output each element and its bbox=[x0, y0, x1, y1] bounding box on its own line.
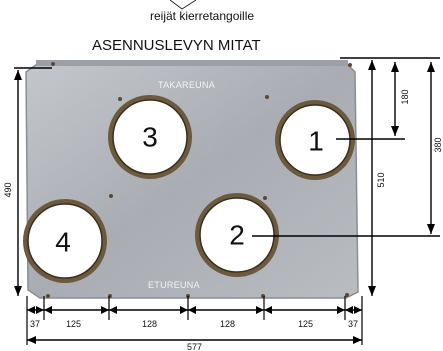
hole1-offset-label: 180 bbox=[400, 89, 410, 104]
left-height-dimension: 490 bbox=[3, 67, 52, 296]
caption-pointer bbox=[169, 0, 197, 10]
bottom-extension-lines bbox=[26, 296, 363, 345]
hole-3-label: 3 bbox=[142, 122, 158, 153]
hole-2-label: 2 bbox=[229, 220, 245, 251]
hole2-offset-label: 380 bbox=[433, 137, 443, 152]
segment-label-2: 125 bbox=[66, 319, 81, 329]
hole-4-label: 4 bbox=[55, 227, 71, 258]
caption-text: reijät kierretangoille bbox=[150, 9, 254, 23]
hole-3: 3 bbox=[108, 95, 192, 179]
total-width-dimension: 577 bbox=[27, 336, 362, 351]
left-height-label: 490 bbox=[3, 182, 13, 197]
hole-1-label: 1 bbox=[308, 126, 324, 157]
total-width-label: 577 bbox=[187, 342, 202, 351]
front-edge-label: ETUREUNA bbox=[148, 280, 200, 290]
segment-label-5: 125 bbox=[298, 319, 313, 329]
back-edge-label: TAKAREUNA bbox=[158, 80, 215, 90]
right-height-label: 510 bbox=[376, 172, 386, 187]
hole-4: 4 bbox=[23, 199, 107, 283]
bottom-segment-dimension: 37 125 128 128 125 37 bbox=[27, 306, 362, 329]
segment-label-6: 37 bbox=[348, 319, 358, 329]
segment-label-4: 128 bbox=[220, 319, 235, 329]
hole-2: 2 bbox=[195, 193, 279, 277]
plate-back-flange bbox=[36, 60, 348, 66]
hole1-offset-dimension: 180 bbox=[391, 62, 410, 136]
page-title: ASENNUSLEVYN MITAT bbox=[92, 37, 261, 54]
segment-label-3: 128 bbox=[142, 319, 157, 329]
hole-1: 1 bbox=[275, 100, 355, 180]
plate-rivets bbox=[46, 62, 352, 298]
right-height-dimension: 510 bbox=[340, 57, 440, 296]
hole2-offset-dimension: 380 bbox=[427, 62, 443, 234]
segment-label-1: 37 bbox=[30, 319, 40, 329]
